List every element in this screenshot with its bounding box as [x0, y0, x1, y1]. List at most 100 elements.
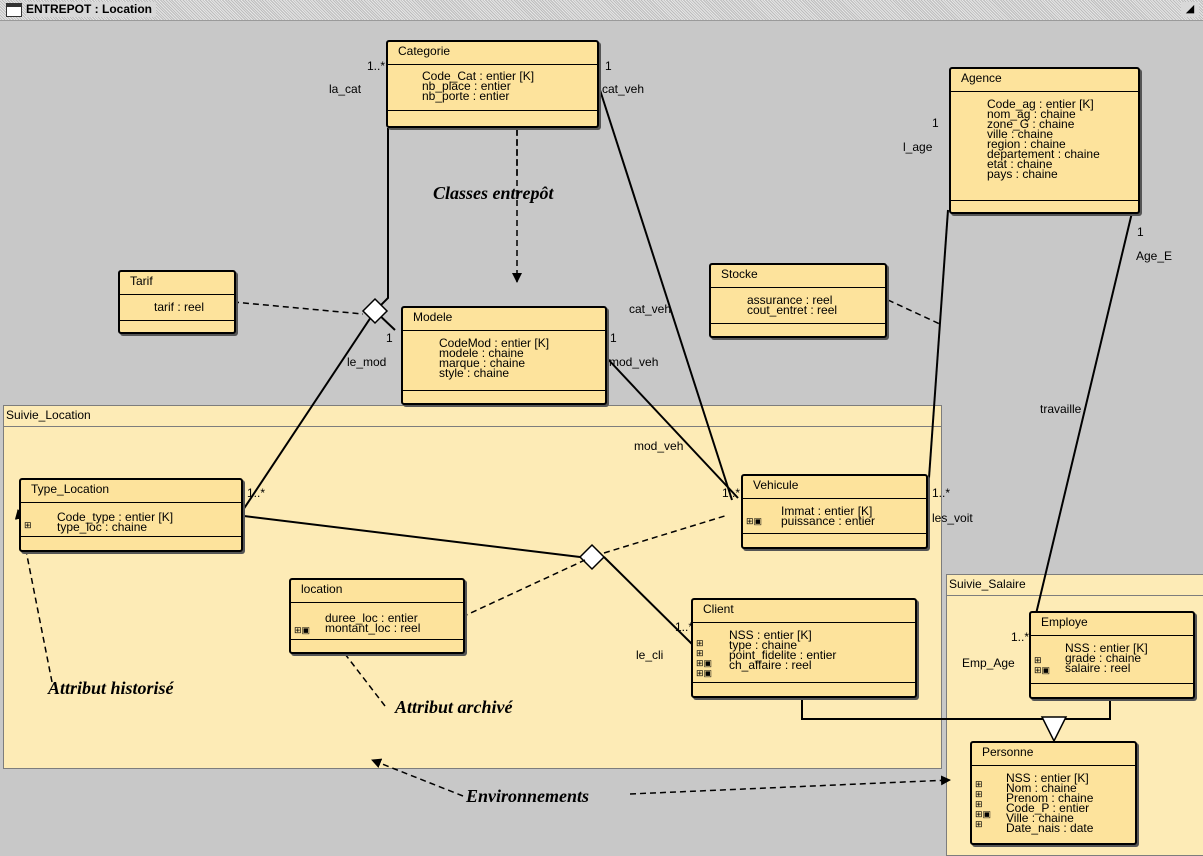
class-divider — [1031, 683, 1193, 684]
multiplicity-label: 1..* — [932, 486, 951, 500]
attribute: pays : chaine — [987, 167, 1058, 181]
attribute: ville : chaine — [987, 127, 1054, 141]
arrow-env-left — [371, 758, 464, 797]
multiplicity-label: 1..* — [722, 486, 741, 500]
attribute: modele : chaine — [439, 346, 524, 360]
attribute: Prenom : chaine — [1006, 791, 1094, 805]
class-name: Employe — [1041, 615, 1088, 629]
attribute: marque : chaine — [439, 356, 526, 370]
multiplicity-label: 1..* — [1011, 630, 1030, 644]
attribute: etat : chaine — [987, 157, 1053, 171]
attribute: type_loc : chaine — [57, 520, 148, 534]
class-attributes: Code_type : entier [K] type_loc : chaine — [57, 510, 174, 534]
attribute: ch_affaire : reel — [729, 658, 812, 672]
attribute: puissance : entier — [781, 514, 876, 528]
class-name: Agence — [961, 71, 1002, 85]
multiplicity-label: 1 — [1137, 225, 1144, 239]
history-archive-icons: ⊞⊞⊞⊞▣⊞ — [975, 779, 992, 829]
attribute: nb_place : entier — [422, 79, 511, 93]
class-client[interactable]: Client ⊞⊞⊞▣⊞▣ NSS : entier [K] type : ch… — [691, 598, 917, 698]
class-name: Client — [703, 602, 734, 616]
generalisation-triangle — [1040, 716, 1068, 743]
attribute: NSS : entier [K] — [1006, 771, 1089, 785]
role-label: les_voit — [932, 511, 973, 525]
role-label: la_cat — [329, 82, 362, 96]
attribute: Code_ag : entier [K] — [987, 97, 1094, 111]
class-divider — [388, 64, 597, 65]
class-divider — [21, 536, 241, 537]
role-label: Age_E — [1136, 249, 1173, 263]
link-modele-vehicule — [604, 355, 739, 499]
attribute: assurance : reel — [747, 293, 833, 307]
association-diamond-location — [578, 543, 606, 571]
history-archive-icon: ⊞▣ — [746, 516, 763, 526]
link-typelocation-location — [243, 515, 581, 558]
association-lines — [242, 89, 1136, 720]
class-stocke[interactable]: Stocke assurance : reel cout_entret : re… — [709, 263, 887, 338]
package-divider — [947, 595, 1203, 596]
attribute: grade : chaine — [1065, 651, 1142, 665]
class-tarif[interactable]: Tarif tarif : reel — [118, 270, 236, 334]
class-attributes: Code_Cat : entier [K] nb_place : entier … — [422, 70, 534, 102]
class-divider — [388, 110, 597, 111]
multiplicity-label: 1 — [605, 59, 612, 73]
class-attributes: NSS : entier [K] grade : chaine salaire … — [1065, 641, 1148, 674]
class-type-location[interactable]: Type_Location ⊞ Code_type : entier [K] t… — [19, 478, 243, 552]
role-label: mod_veh — [609, 355, 659, 369]
class-name: Vehicule — [753, 478, 799, 492]
class-employe[interactable]: Employe ⊞⊞▣ NSS : entier [K] grade : cha… — [1029, 611, 1195, 699]
class-personne[interactable]: Personne ⊞⊞⊞⊞▣⊞ NSS : entier [K] Nom : c… — [970, 741, 1137, 845]
restore-icon[interactable]: ◢ — [1181, 2, 1199, 17]
annotation-attribut-archive: Attribut archivé — [395, 697, 513, 717]
attribute: region : chaine — [987, 137, 1066, 151]
class-modele[interactable]: Modele CodeMod : entier [K] modele : cha… — [401, 306, 607, 405]
arrow-env-right — [629, 775, 951, 795]
role-label: cat_veh — [629, 302, 672, 316]
class-agence[interactable]: Agence Code_ag : entier [K] nom_ag : cha… — [949, 67, 1140, 214]
link-agence-vehicule — [927, 209, 949, 493]
class-divider — [693, 682, 915, 683]
role-label: l_age — [903, 140, 933, 154]
class-attributes: Immat : entier [K] puissance : entier — [781, 504, 876, 528]
link-agence-employe — [1035, 199, 1136, 615]
attribute: Date_nais : date — [1006, 821, 1094, 835]
multiplicity-label: 1 — [932, 116, 939, 130]
package-name: Suivie_Location — [6, 408, 91, 422]
attribute: nom_ag : chaine — [987, 107, 1076, 121]
role-label: travaille — [1040, 402, 1082, 416]
attribute: Immat : entier [K] — [781, 504, 873, 518]
dash-stocke — [887, 299, 943, 326]
class-location[interactable]: location ⊞▣ duree_loc : entier montant_l… — [289, 578, 465, 654]
link-categorie-modele — [374, 128, 389, 312]
class-name: Personne — [982, 745, 1034, 759]
class-divider — [693, 622, 915, 623]
attribute: style : chaine — [439, 366, 510, 380]
class-vehicule[interactable]: Vehicule ⊞▣ Immat : entier [K] puissance… — [741, 474, 928, 549]
class-divider — [291, 639, 463, 640]
attribute: NSS : entier [K] — [1065, 641, 1148, 655]
role-label: Emp_Age — [962, 656, 1015, 670]
attribute: Code_type : entier [K] — [57, 510, 174, 524]
link-generalisation — [801, 697, 1111, 720]
class-name: Categorie — [398, 44, 451, 58]
attribute: duree_loc : entier — [325, 611, 418, 625]
attribute: Code_P : entier — [1006, 801, 1090, 815]
role-label: cat_veh — [602, 82, 645, 96]
class-name: Stocke — [721, 267, 758, 281]
annotation-classes-entrepot: Classes entrepôt — [433, 183, 554, 203]
window-title-bar[interactable]: ENTREPOT : Location ◢ — [0, 0, 1203, 21]
multiplicity-label: 1..* — [367, 59, 386, 73]
package-suivie-location[interactable]: Suivie_Location — [3, 405, 942, 769]
role-label: mod_veh — [634, 439, 684, 453]
attribute: type : chaine — [729, 638, 798, 652]
dash-vehicule — [603, 514, 729, 554]
history-attribute-icon: ⊞ — [24, 520, 32, 530]
class-attributes: CodeMod : entier [K] modele : chaine mar… — [439, 337, 549, 380]
annotation-environnements: Environnements — [466, 786, 590, 806]
history-archive-icon: ⊞▣ — [294, 625, 311, 635]
class-categorie[interactable]: Categorie Code_Cat : entier [K] nb_place… — [386, 40, 599, 128]
class-attributes: NSS : entier [K] type : chaine point_fid… — [729, 629, 836, 672]
link-location-client — [603, 556, 696, 648]
link-categorie-vehicule — [599, 89, 733, 501]
dash-tarif — [232, 301, 364, 315]
